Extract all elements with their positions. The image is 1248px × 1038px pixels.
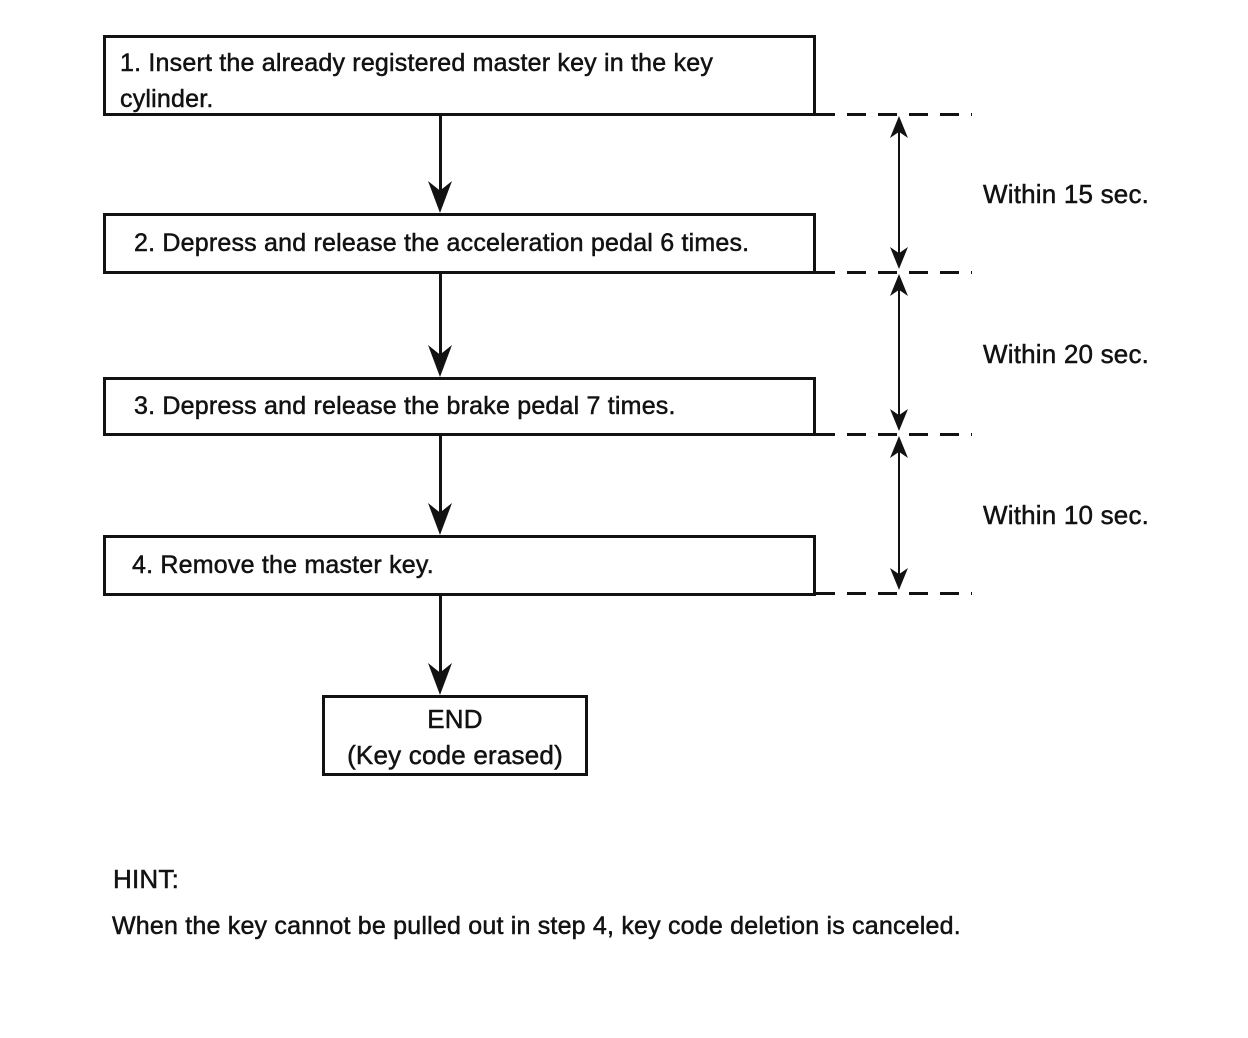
- arrow-stem: [438, 274, 442, 365]
- step-4-label: 4. Remove the master key.: [132, 551, 434, 580]
- down-arrow-icon: [428, 596, 452, 695]
- dashed-line: [816, 271, 972, 274]
- down-arrow-icon: [428, 274, 452, 377]
- down-arrow-icon: [428, 116, 452, 213]
- timing-label-20-sec: Within 20 sec.: [983, 339, 1150, 369]
- arrow-stem: [897, 124, 901, 261]
- dashed-line: [816, 592, 972, 595]
- end-title: END: [427, 704, 483, 735]
- dashed-line: [816, 433, 972, 436]
- timing-label-15-sec: Within 15 sec.: [983, 179, 1150, 209]
- down-arrow-icon: [428, 436, 452, 535]
- step-box-1: 1. Insert the already registered master …: [103, 35, 816, 116]
- step-box-3: 3. Depress and release the brake pedal 7…: [103, 377, 816, 436]
- arrow-stem: [438, 596, 442, 683]
- hint-text: When the key cannot be pulled out in ste…: [112, 912, 961, 941]
- timing-label-10-sec: Within 10 sec.: [983, 500, 1150, 530]
- arrow-stem: [897, 444, 901, 582]
- end-box: END (Key code erased): [322, 695, 588, 776]
- double-arrow-icon: [889, 436, 909, 590]
- double-arrow-icon: [889, 274, 909, 431]
- dashed-line: [816, 113, 972, 116]
- double-arrow-icon: [889, 116, 909, 269]
- step-2-label: 2. Depress and release the acceleration …: [134, 229, 750, 258]
- end-subtitle: (Key code erased): [347, 740, 563, 771]
- step-3-label: 3. Depress and release the brake pedal 7…: [134, 392, 676, 421]
- arrow-stem: [438, 436, 442, 523]
- step-1-label: 1. Insert the already registered master …: [120, 49, 714, 114]
- step-box-4: 4. Remove the master key.: [103, 535, 816, 596]
- arrow-stem: [897, 282, 901, 423]
- hint-heading: HINT:: [113, 864, 179, 895]
- step-box-2: 2. Depress and release the acceleration …: [103, 213, 816, 274]
- arrow-stem: [438, 116, 442, 201]
